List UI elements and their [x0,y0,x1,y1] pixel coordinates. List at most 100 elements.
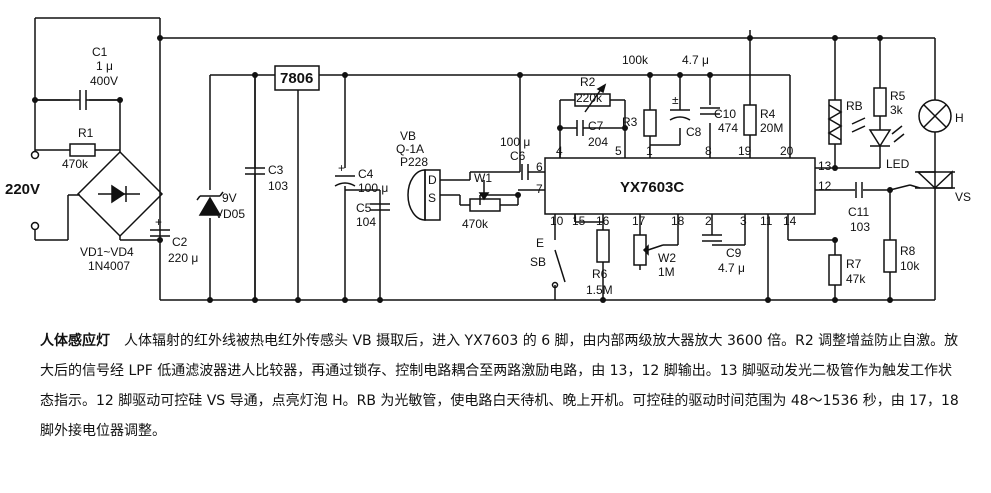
circuit-schematic: C1 1 μ 400V R1 470k 220V VD1~VD4 1N4007 … [5,17,971,303]
r1-ref: R1 [78,126,94,140]
c3-value: 103 [268,179,288,193]
c8-ref: C8 [686,125,702,139]
lamp-ref: H [955,111,964,125]
pin-16: 16 [596,214,610,228]
c4-value: 100 μ [358,181,388,195]
potentiometer-w1: W1 470k [462,171,501,231]
mains-input: 220V [5,150,40,231]
led: LED [868,125,910,171]
pin-17: 17 [632,214,646,228]
c5-ref: C5 [356,201,372,215]
switch-ref: SB [530,255,546,269]
switch-pin-label: E [536,236,544,250]
c6-value: 100 μ [500,135,530,149]
r8-value: 10k [900,259,920,273]
pin-6: 6 [536,160,543,174]
ic-label: YX7603C [620,179,684,196]
c7-value: 204 [588,135,608,149]
capacitor-c10: C10 474 [700,107,738,135]
mains-terminal-top [30,150,40,160]
lamp-h: H [918,99,964,133]
regulator-label: 7806 [280,70,313,87]
pyroelectric-sensor: VB Q-1A P228 D S [396,129,441,221]
capacitor-c7: C7 204 [576,119,608,149]
led-ref: LED [886,157,910,171]
zener-diode: 9V VD05 [196,191,245,221]
bridge-part: 1N4007 [88,259,130,273]
r3-value: 100k [622,53,649,67]
pin-2: 2 [705,214,712,228]
resistor-r6: R6 1.5M [586,229,613,297]
capacitor-c2: + C2 220 μ [150,215,198,265]
pin-20: 20 [780,144,794,158]
capacitor-c8: ± C8 4.7 μ [669,53,709,139]
zener-voltage: 9V [222,191,237,205]
c3-ref: C3 [268,163,284,177]
pin-18: 18 [671,214,685,228]
triac-ref: VS [955,190,971,204]
c11-ref: C11 [848,205,869,219]
pin-15: 15 [572,214,586,228]
r6-ref: R6 [592,267,608,281]
w2-ref: W2 [658,251,676,265]
junctions [32,35,893,303]
resistor-r4: R4 20M [743,104,783,136]
resistor-r7: R7 47k [828,254,866,286]
capacitor-c11: C11 103 [848,182,870,234]
c1-value: 1 μ [96,59,113,73]
figure-caption: 人体感应灯 人体辐射的红外线被热电红外传感头 VB 摄取后，进入 YX7603 … [40,326,960,446]
r7-ref: R7 [846,257,862,271]
r7-value: 47k [846,272,866,286]
pin-1: 1 [646,144,653,158]
pin-8: 8 [705,144,712,158]
r2-ref: R2 [580,75,596,89]
resistor-r2: R2 220k [574,75,611,113]
c11-value: 103 [850,220,870,234]
r3-ref: R3 [622,115,638,129]
pin-13: 13 [818,159,832,173]
c4-plus: + [338,161,345,175]
w1-value: 470k [462,217,489,231]
r6-value: 1.5M [586,283,613,297]
c10-value: 474 [718,121,738,135]
rb-ref: RB [846,99,863,113]
pin-3: 3 [740,214,747,228]
bridge-ref: VD1~VD4 [80,245,134,259]
capacitor-c1: C1 1 μ 400V [35,45,120,110]
capacitor-c4: + C4 100 μ [334,161,388,195]
r5-value: 3k [890,103,904,117]
ic-yx7603c: YX7603C 4 5 6 7 8 19 20 13 12 1 10 15 16… [536,144,832,228]
caption-body: 人体辐射的红外线被热电红外传感头 VB 摄取后，进入 YX7603 的 6 脚，… [40,333,959,439]
c9-ref: C9 [726,246,742,260]
sensor-part: P228 [400,155,428,169]
pin-5: 5 [615,144,622,158]
sensor-model: Q-1A [396,142,424,156]
pin-7: 7 [536,182,543,196]
r4-value: 20M [760,121,783,135]
capacitor-c6: 100 μ C6 [500,135,530,180]
c9-value: 4.7 μ [718,261,745,275]
resistor-r1: R1 470k [62,126,96,171]
pin-10: 10 [550,214,564,228]
capacitor-c9: C9 4.7 μ [702,234,745,275]
zener-ref: VD05 [215,207,245,221]
c7-ref: C7 [588,119,604,133]
mains-voltage-label: 220V [5,181,40,198]
triac-vs: VS [909,160,971,204]
pin-12: 12 [818,179,832,193]
regulator-7806: 7806 [274,65,320,91]
pin-14: 14 [783,214,797,228]
c6-ref: C6 [510,149,526,163]
c1-voltage: 400V [90,74,118,88]
c2-ref: C2 [172,235,188,249]
capacitor-c5: C5 104 [356,201,390,229]
bridge-rectifier: VD1~VD4 1N4007 [76,150,164,273]
r8-ref: R8 [900,244,916,258]
r2-value: 220k [576,91,603,105]
switch-sb: E SB [530,236,566,289]
c8-value: 4.7 μ [682,53,709,67]
w2-value: 1M [658,265,675,279]
pin-19: 19 [738,144,752,158]
c8-plus: ± [672,93,679,107]
potentiometer-w2: W2 1M [633,234,676,279]
